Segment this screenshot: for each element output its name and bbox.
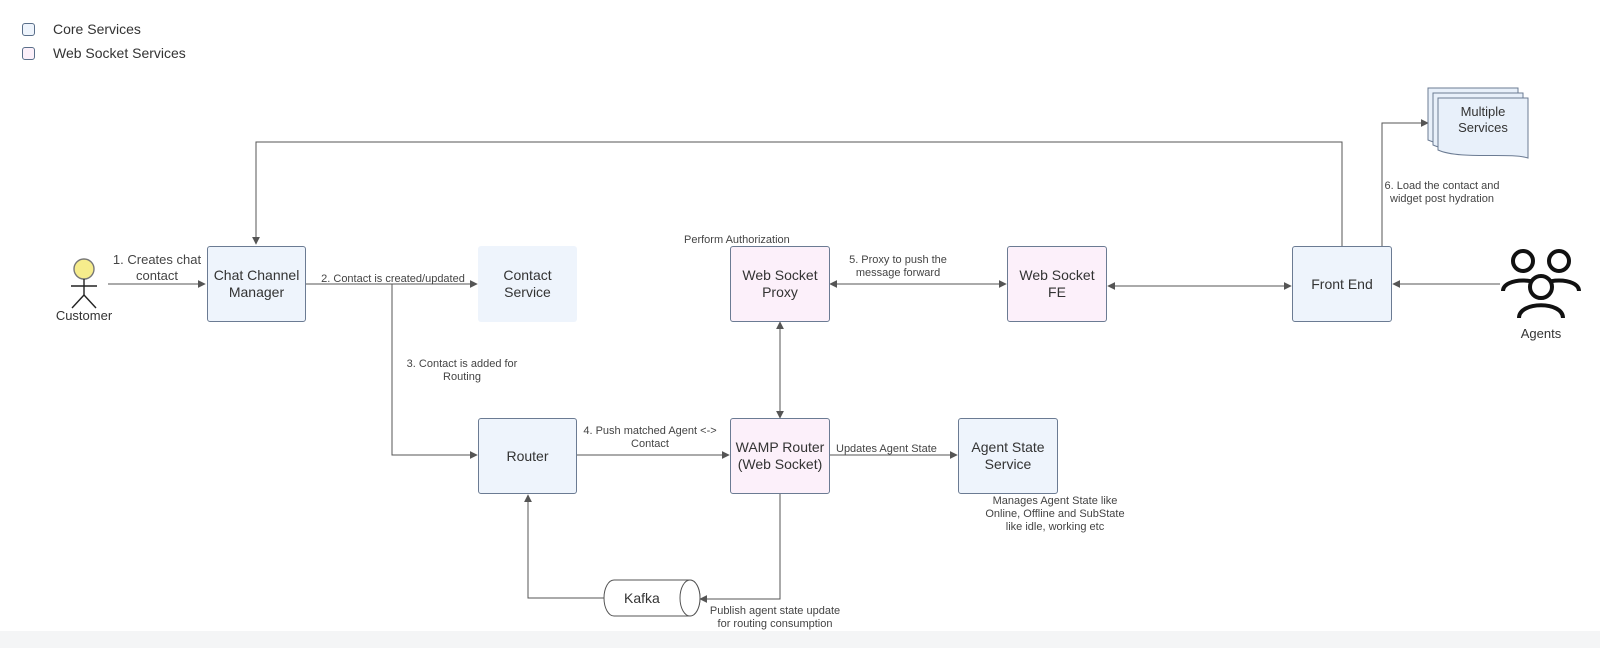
legend-swatch-ws [22, 47, 35, 60]
legend-core-services: Core Services [22, 21, 141, 37]
label-step6: 6. Load the contact and widget post hydr… [1384, 180, 1500, 205]
kafka-cylinder-icon [603, 579, 701, 617]
node-router[interactable]: Router [478, 418, 577, 494]
edge-frontend-to-ccm [252, 141, 1343, 246]
node-multiple-services-label[interactable]: Multiple Services [1458, 104, 1508, 135]
label-step1: 1. Creates chat contact [112, 252, 202, 283]
edge-wamp-to-kafka [699, 494, 781, 603]
edge-kafka-to-router [524, 494, 604, 599]
node-wamp-router[interactable]: WAMP Router (Web Socket) [730, 418, 830, 494]
node-contact-service[interactable]: Contact Service [478, 246, 577, 322]
customer-actor-icon [71, 258, 97, 309]
node-web-socket-fe[interactable]: Web Socket FE [1007, 246, 1107, 322]
edge-ccm-to-router [391, 284, 478, 459]
label-manages-agent-state: Manages Agent State like Online, Offline… [985, 495, 1125, 533]
node-chat-channel-manager[interactable]: Chat Channel Manager [207, 246, 306, 322]
label-publish-agent-state: Publish agent state update for routing c… [709, 605, 841, 630]
actor-agents-label: Agents [1520, 326, 1562, 341]
node-kafka-label[interactable]: Kafka [624, 590, 660, 606]
edge-frontend-to-multiple [1381, 119, 1429, 246]
multiple-services-icon [1427, 87, 1529, 159]
label-step2: 2. Contact is created/updated [321, 273, 465, 285]
node-agent-state-service[interactable]: Agent State Service [958, 418, 1058, 494]
actor-customer-label: Customer [55, 308, 113, 323]
legend-core-label: Core Services [53, 21, 141, 37]
label-perform-authorization: Perform Authorization [684, 234, 790, 246]
label-updates-agent-state: Updates Agent State [836, 443, 937, 455]
label-step5: 5. Proxy to push the message forward [849, 254, 947, 279]
agents-group-icon [1501, 249, 1581, 319]
label-step3: 3. Contact is added for Routing [406, 358, 518, 383]
legend-web-socket-services: Web Socket Services [22, 45, 186, 61]
label-step4: 4. Push matched Agent <-> Contact [583, 425, 717, 450]
legend-ws-label: Web Socket Services [53, 45, 186, 61]
node-front-end[interactable]: Front End [1292, 246, 1392, 322]
node-web-socket-proxy[interactable]: Web Socket Proxy [730, 246, 830, 322]
legend-swatch-core [22, 23, 35, 36]
bottom-strip [0, 631, 1600, 648]
